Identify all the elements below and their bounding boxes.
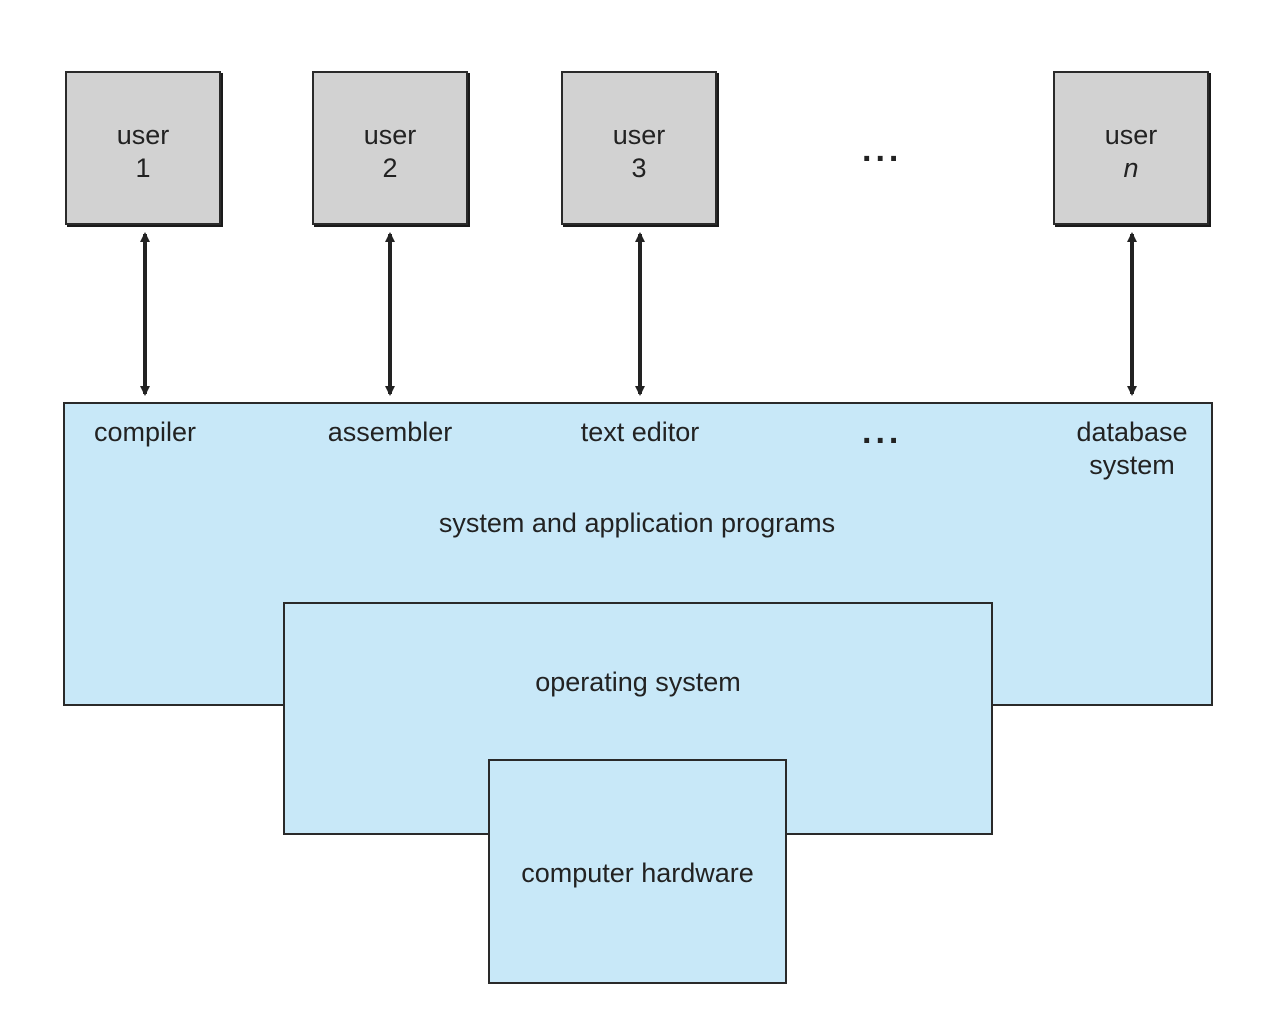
program-compiler: compiler [93, 417, 197, 447]
hardware-layer-box [488, 759, 787, 984]
users-ellipsis: ... [862, 131, 903, 169]
user-index: n [1123, 153, 1139, 183]
hardware-layer-label: computer hardware [521, 858, 754, 888]
user-box-3: user 3 [561, 71, 717, 225]
os-layer-label: operating system [535, 667, 741, 697]
programs-layer-label: system and application programs [438, 508, 836, 538]
user-index: 2 [382, 153, 398, 183]
program-assembler: assembler [327, 417, 453, 447]
user-index: 1 [135, 153, 151, 183]
program-database-line1: database [1076, 417, 1188, 447]
user-box-1: user 1 [65, 71, 221, 225]
user-label: user [116, 120, 170, 150]
user-label: user [363, 120, 417, 150]
user-index: 3 [631, 153, 647, 183]
user-label: user [612, 120, 666, 150]
program-database: database system [1062, 416, 1202, 482]
programs-ellipsis: ... [862, 413, 903, 451]
program-text-editor: text editor [580, 417, 700, 447]
user-label: user [1104, 120, 1158, 150]
user-box-2: user 2 [312, 71, 468, 225]
program-database-line2: system [1089, 450, 1175, 480]
user-box-n: user n [1053, 71, 1209, 225]
